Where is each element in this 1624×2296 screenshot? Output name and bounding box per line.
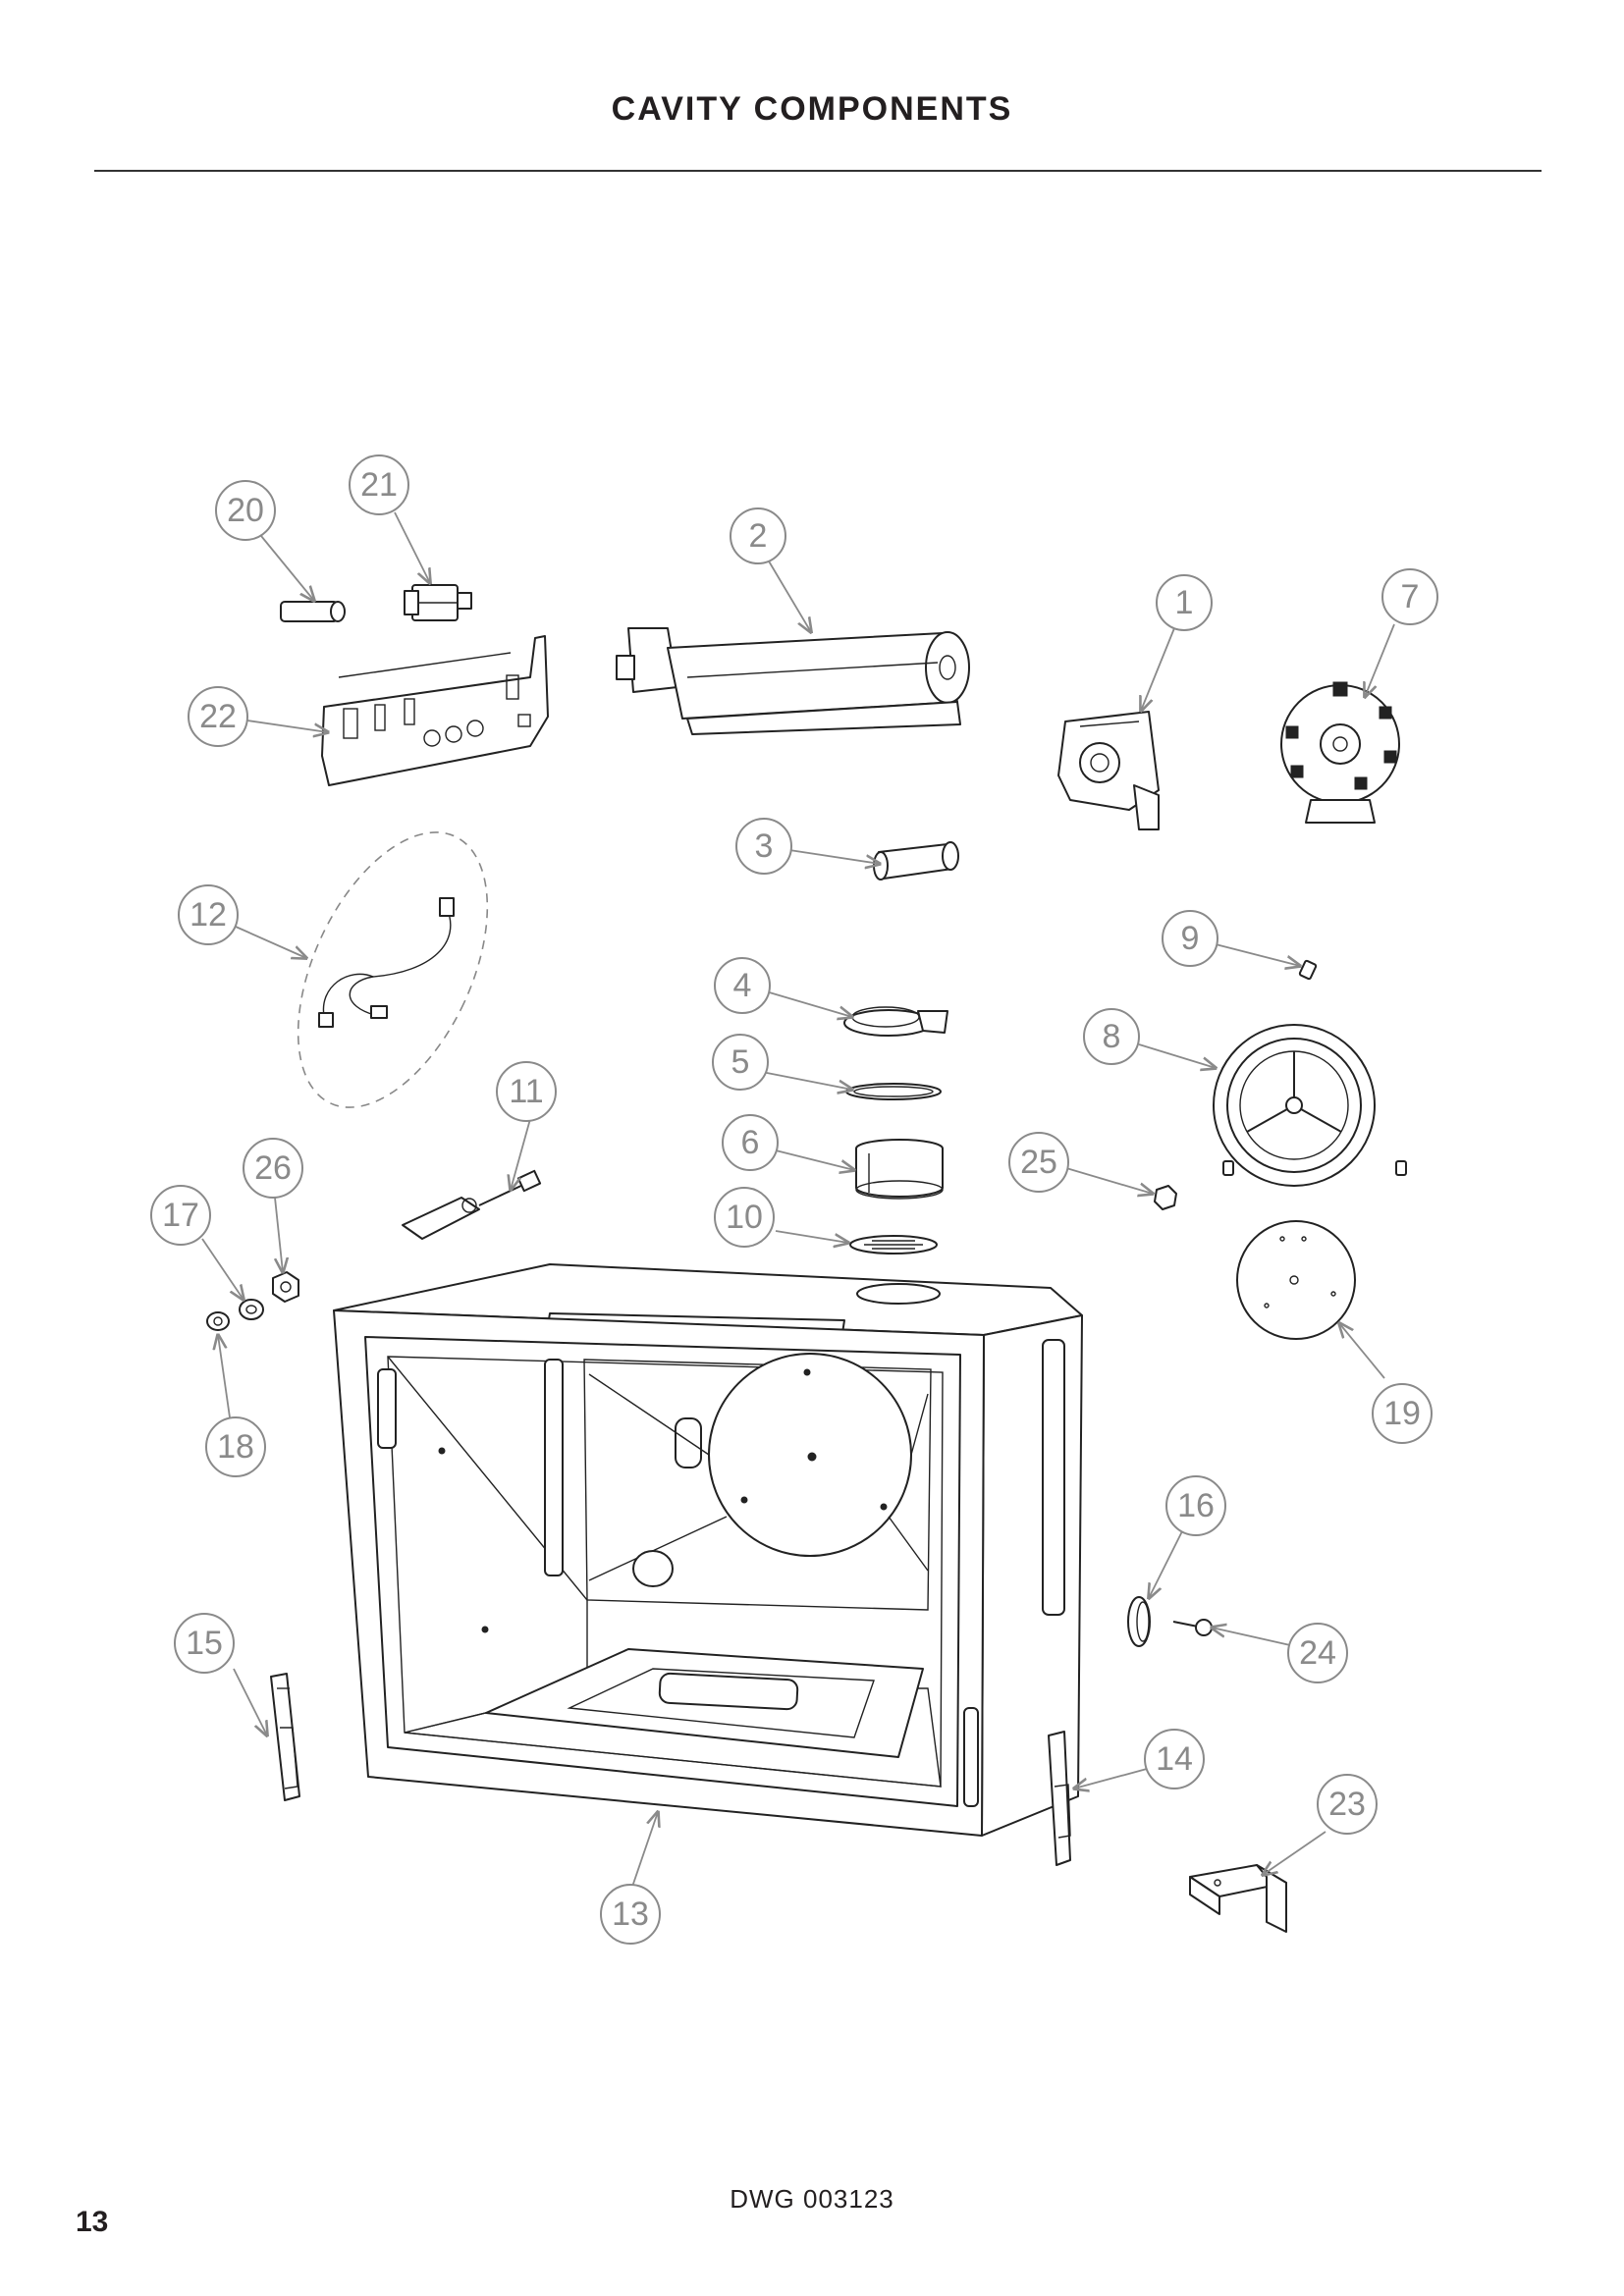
svg-text:2: 2: [749, 517, 768, 555]
part-17-washer: [239, 1299, 264, 1320]
svg-text:18: 18: [217, 1428, 254, 1466]
part-6-collar: [855, 1139, 944, 1200]
svg-text:10: 10: [726, 1199, 763, 1236]
callout-21: 21: [349, 454, 409, 515]
callout-5: 5: [712, 1034, 769, 1091]
svg-text:21: 21: [360, 466, 398, 504]
callout-7: 7: [1381, 568, 1438, 625]
callout-2: 2: [730, 507, 786, 564]
callout-13: 13: [600, 1884, 661, 1945]
part-8-fan-cover: [1213, 1024, 1407, 1187]
part-3-connector: [873, 841, 959, 881]
part-13-oven-cavity: [333, 1263, 1083, 1837]
callout-1: 1: [1156, 574, 1213, 631]
callout-20: 20: [215, 480, 276, 541]
callout-6: 6: [722, 1114, 779, 1171]
svg-text:11: 11: [509, 1073, 543, 1110]
part-5-gasket: [845, 1083, 942, 1100]
part-10-grille: [849, 1235, 938, 1255]
svg-text:9: 9: [1181, 920, 1200, 957]
callout-12: 12: [178, 884, 239, 945]
svg-text:17: 17: [162, 1197, 199, 1234]
callout-17: 17: [150, 1185, 211, 1246]
callout-11: 11: [496, 1061, 557, 1122]
part-14-hinge-receiver: [1048, 1731, 1071, 1866]
svg-text:13: 13: [612, 1896, 649, 1933]
leader-lines: [201, 511, 1395, 1888]
svg-text:25: 25: [1020, 1144, 1057, 1181]
svg-text:23: 23: [1328, 1786, 1366, 1823]
part-22-bracket: [321, 635, 549, 786]
callout-26: 26: [243, 1138, 303, 1199]
callout-8: 8: [1083, 1008, 1140, 1065]
svg-text:7: 7: [1401, 578, 1420, 615]
svg-text:1: 1: [1175, 584, 1194, 621]
callout-25: 25: [1008, 1132, 1069, 1193]
title-divider: [94, 170, 1542, 172]
svg-text:24: 24: [1299, 1634, 1336, 1672]
part-15-hinge-receiver: [270, 1673, 300, 1801]
callout-24: 24: [1287, 1623, 1348, 1683]
svg-text:3: 3: [755, 828, 774, 865]
callout-18: 18: [205, 1416, 266, 1477]
svg-text:19: 19: [1383, 1395, 1421, 1432]
callout-10: 10: [714, 1187, 775, 1248]
part-26-nut: [272, 1271, 299, 1303]
part-21-switch: [404, 584, 472, 621]
page-title: CAVITY COMPONENTS: [611, 90, 1013, 128]
svg-text:4: 4: [733, 967, 752, 1004]
part-16-bumper: [1127, 1596, 1151, 1647]
part-12-wire-harness: [297, 831, 489, 1108]
part-19-back-plate: [1236, 1220, 1356, 1340]
part-2-tangential-fan: [616, 627, 970, 735]
part-11-probe: [402, 1169, 542, 1240]
svg-text:15: 15: [186, 1625, 223, 1662]
part-18-screw: [206, 1311, 230, 1331]
callout-3: 3: [735, 818, 792, 875]
svg-text:12: 12: [189, 896, 227, 934]
part-25-nut: [1154, 1185, 1177, 1210]
part-23-bracket: [1189, 1864, 1287, 1933]
part-9-stud: [1298, 959, 1318, 981]
callout-9: 9: [1162, 910, 1218, 967]
callout-23: 23: [1317, 1774, 1378, 1835]
callout-14: 14: [1144, 1729, 1205, 1789]
svg-text:14: 14: [1156, 1740, 1193, 1778]
page-number: 13: [76, 2206, 109, 2238]
part-20-plug: [280, 601, 346, 622]
callout-19: 19: [1372, 1383, 1433, 1444]
svg-text:8: 8: [1103, 1018, 1121, 1055]
callout-22: 22: [188, 686, 248, 747]
part-1-blower-motor: [1057, 711, 1160, 830]
svg-text:20: 20: [227, 492, 264, 529]
part-24-screw: [1172, 1619, 1213, 1636]
callout-16: 16: [1165, 1475, 1226, 1536]
svg-text:6: 6: [741, 1124, 760, 1161]
svg-text:16: 16: [1177, 1487, 1215, 1524]
drawing-number: DWG 003123: [730, 2184, 894, 2214]
part-4-fan-plate: [843, 1006, 948, 1037]
svg-text:26: 26: [254, 1149, 292, 1187]
svg-text:5: 5: [731, 1043, 750, 1081]
callout-4: 4: [714, 957, 771, 1014]
part-7-convection-element: [1280, 681, 1400, 824]
callout-15: 15: [174, 1613, 235, 1674]
svg-text:22: 22: [199, 698, 237, 735]
